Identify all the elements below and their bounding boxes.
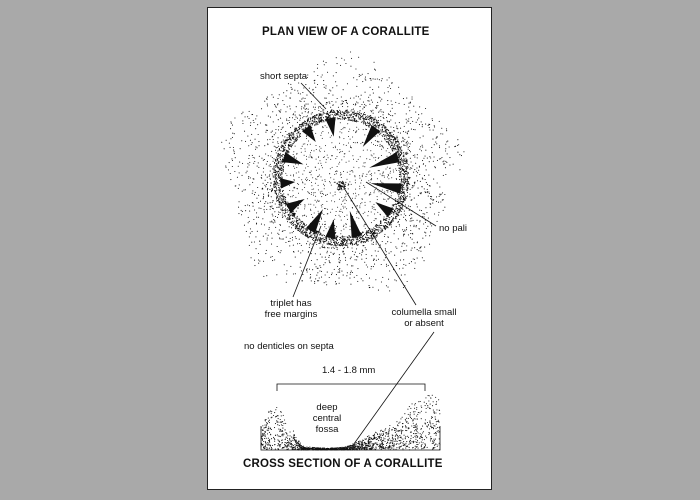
septum (370, 183, 402, 194)
short-septa-label: short septa (260, 71, 307, 82)
diagram-panel: PLAN VIEW OF A CORALLITE short septa no … (207, 7, 492, 490)
septum (369, 152, 400, 168)
septum (285, 199, 305, 213)
septum (282, 152, 304, 165)
cross-section-outline (260, 426, 441, 451)
septum (301, 125, 316, 142)
stipple-texture (221, 51, 465, 292)
triplet-leader (292, 225, 322, 298)
triplet-label: triplet has free margins (260, 298, 322, 320)
fossa-label: deep central fossa (304, 402, 350, 435)
columella-label-line1: columella small (391, 307, 457, 318)
short-septa-leader (300, 82, 327, 110)
plan-view-title: PLAN VIEW OF A CORALLITE (262, 26, 430, 38)
fossa-label-line2: central (312, 413, 342, 424)
fossa-label-line3: fossa (315, 424, 339, 435)
columella-cross-leader (350, 331, 435, 449)
leader-lines (260, 82, 441, 451)
measurement-label: 1.4 - 1.8 mm (322, 365, 376, 376)
septum (325, 219, 336, 239)
columella-leader (343, 187, 417, 306)
corallite-illustration (221, 51, 465, 451)
no-pali-leader (365, 181, 437, 227)
columella-label: columella small or absent (384, 307, 464, 329)
no-denticles-label: no denticles on septa (244, 341, 334, 352)
septum (362, 125, 381, 147)
triplet-label-line1: triplet has (270, 298, 312, 309)
measurement-bracket (276, 383, 426, 391)
septum (325, 117, 336, 137)
fossa-label-line1: deep (316, 402, 338, 413)
columella-label-line2: or absent (404, 318, 444, 329)
cross-section-title: CROSS SECTION OF A CORALLITE (243, 458, 443, 470)
triplet-label-line2: free margins (264, 309, 318, 320)
cross-section-profile (260, 394, 441, 451)
septum (306, 209, 323, 234)
no-pali-label: no pali (439, 223, 467, 234)
septum (375, 202, 394, 218)
septum (280, 178, 296, 189)
septum (349, 210, 362, 239)
